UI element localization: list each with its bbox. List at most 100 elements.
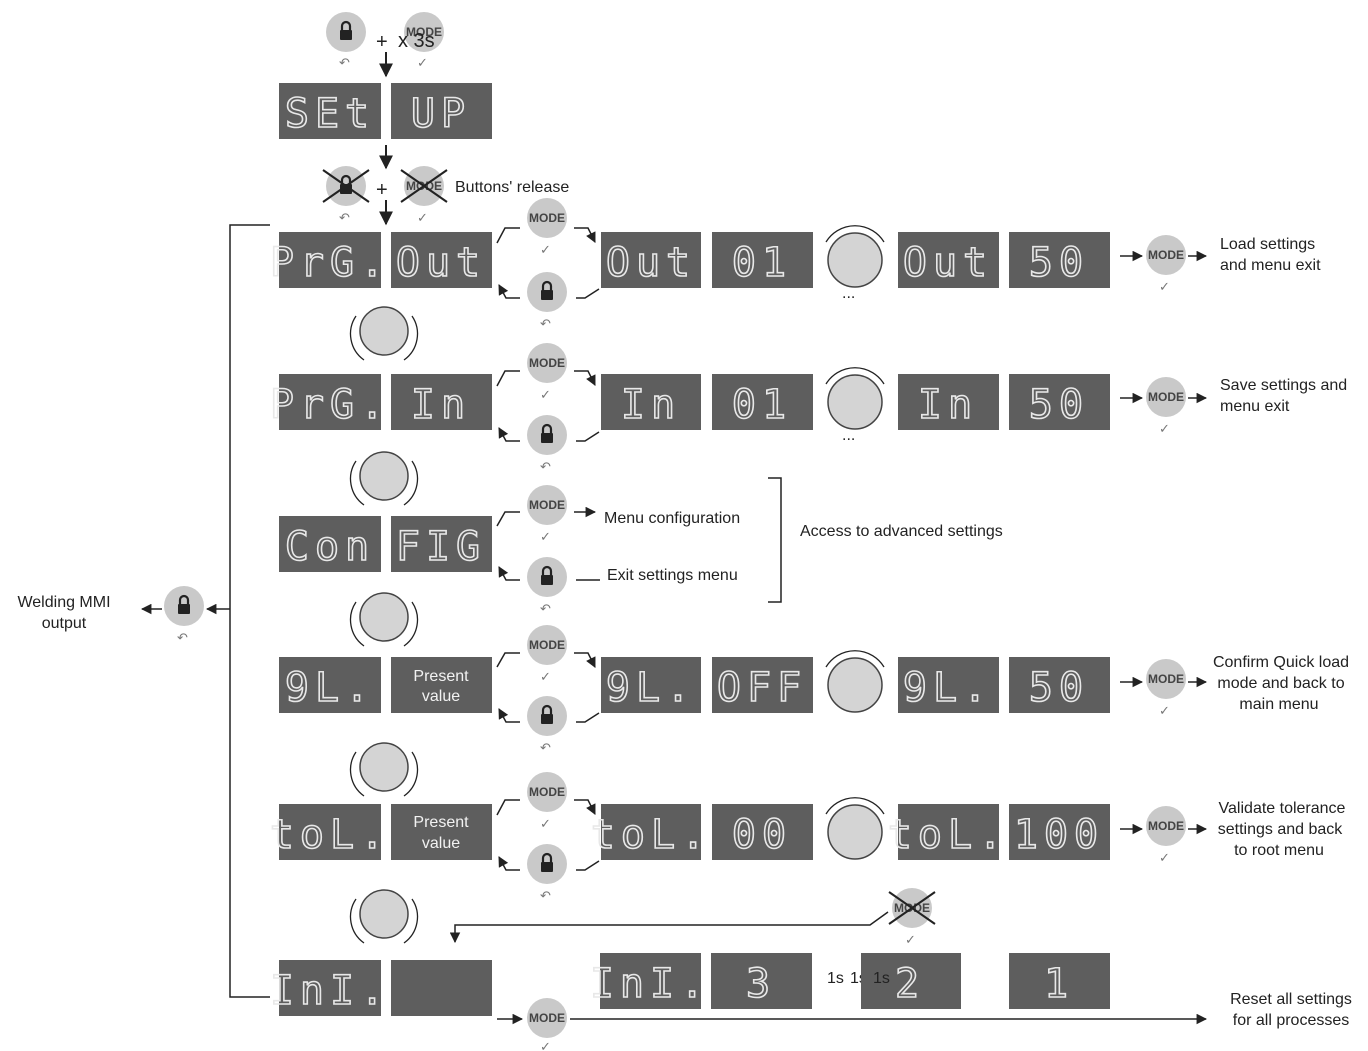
mode-button[interactable] xyxy=(1146,806,1186,846)
mode-button[interactable] xyxy=(527,625,567,665)
encoder-knob[interactable] xyxy=(359,742,409,792)
back-icon: ↶ xyxy=(540,602,551,617)
lcd-seq-3: In xyxy=(918,382,978,428)
end-label-line1: Load settings xyxy=(1220,236,1315,253)
lcd-menu-left: InI. xyxy=(270,968,390,1014)
back-icon: ↶ xyxy=(339,56,350,71)
check-icon: ✓ xyxy=(417,56,428,71)
encoder-knob[interactable] xyxy=(827,804,883,860)
mode-button[interactable] xyxy=(404,12,444,52)
mode-label: MODE xyxy=(1148,672,1184,686)
end-label-line1: Validate tolerance xyxy=(1219,800,1346,817)
end-label-line2: menu exit xyxy=(1220,398,1290,415)
lcd-setup-right: UP xyxy=(411,91,471,137)
mode-button[interactable] xyxy=(527,343,567,383)
row-prg-out: PrG. Out MODE ✓ ↶ Out 01 ... Out 50 MODE… xyxy=(269,198,1321,332)
mode-button[interactable] xyxy=(527,998,567,1038)
lcd-seq-1: InI. xyxy=(590,961,710,1007)
mode-label: MODE xyxy=(529,785,565,799)
row-quick-load: 9L. Present value MODE ✓ ↶ 9L. OFF 9L. 5… xyxy=(279,625,1349,756)
lcd-countdown-3: 3 xyxy=(746,961,776,1007)
lcd-countdown-1: 1 xyxy=(1044,961,1074,1007)
mode-button[interactable] xyxy=(527,198,567,238)
lcd-seq-1: In xyxy=(621,382,681,428)
nav-knob-3 xyxy=(349,592,419,647)
row-config: Con FIG MODE ✓ Menu configuration ↶ Exit… xyxy=(279,477,1003,617)
hold-time: x 3s xyxy=(398,30,435,52)
mode-label: MODE xyxy=(529,356,565,370)
check-icon: ✓ xyxy=(540,817,551,832)
buttons-release: ↶ + MODE ✓ Buttons' release xyxy=(322,166,569,226)
buttons-release-label: Buttons' release xyxy=(455,179,569,196)
lcd-menu-right: Out xyxy=(396,240,486,286)
mode-button[interactable] xyxy=(1146,659,1186,699)
mode-label: MODE xyxy=(1148,248,1184,262)
lcd-seq-2: OFF xyxy=(717,665,807,711)
lcd-seq-4: 100 xyxy=(1014,812,1104,858)
plus-sign: + xyxy=(376,179,388,201)
lcd-seq-3: 9L. xyxy=(903,665,993,711)
dots: ... xyxy=(842,285,855,302)
lcd-seq-2: 01 xyxy=(732,240,792,286)
end-label-line1: Confirm Quick load xyxy=(1213,654,1349,671)
nav-knob-1 xyxy=(349,306,419,361)
encoder-knob[interactable] xyxy=(827,374,883,430)
back-icon: ↶ xyxy=(339,211,350,226)
lcd-seq-3: toL. xyxy=(888,812,1008,858)
mode-label: MODE xyxy=(1148,390,1184,404)
output-label-line2: output xyxy=(42,615,87,632)
end-label-line1: Reset all settings xyxy=(1230,991,1352,1008)
mode-button[interactable] xyxy=(1146,235,1186,275)
check-icon: ✓ xyxy=(1159,704,1170,719)
lcd-seq-2: 00 xyxy=(732,812,792,858)
row-tolerance: toL. Present value MODE ✓ ↶ toL. 00 toL.… xyxy=(269,772,1346,904)
mode-button[interactable] xyxy=(527,772,567,812)
nav-knob-5 xyxy=(349,889,419,944)
nav-knob-2 xyxy=(349,451,419,506)
lcd-menu-left: PrG. xyxy=(270,240,390,286)
encoder-knob[interactable] xyxy=(359,592,409,642)
lcd-menu-right: In xyxy=(411,382,471,428)
menu-configuration-label: Menu configuration xyxy=(604,510,740,527)
check-icon: ✓ xyxy=(540,530,551,545)
mode-label: MODE xyxy=(529,211,565,225)
timing-1: 1s xyxy=(827,970,844,987)
back-icon: ↶ xyxy=(540,460,551,475)
back-icon: ↶ xyxy=(540,317,551,332)
plus-sign: + xyxy=(376,31,388,53)
end-label-line2: settings and back xyxy=(1218,821,1344,838)
advanced-settings-label: Access to advanced settings xyxy=(800,523,1003,540)
check-icon: ✓ xyxy=(417,211,428,226)
check-icon: ✓ xyxy=(540,670,551,685)
encoder-knob[interactable] xyxy=(827,657,883,713)
end-label-line2: and menu exit xyxy=(1220,257,1321,274)
mode-label: MODE xyxy=(529,1011,565,1025)
lcd-menu-right: FIG xyxy=(396,524,486,570)
mode-button[interactable] xyxy=(1146,377,1186,417)
end-label-line2: for all processes xyxy=(1233,1012,1350,1029)
mode-label: MODE xyxy=(406,25,442,39)
mode-label: MODE xyxy=(529,498,565,512)
mode-label: MODE xyxy=(1148,819,1184,833)
lcd-seq-1: toL. xyxy=(591,812,711,858)
present-value-line2: value xyxy=(422,688,460,705)
encoder-knob[interactable] xyxy=(827,232,883,288)
exit-path: ↶ Welding MMI output xyxy=(17,224,270,998)
mode-button[interactable] xyxy=(527,485,567,525)
encoder-knob[interactable] xyxy=(359,889,409,939)
lcd-menu-left: 9L. xyxy=(285,665,375,711)
back-icon: ↶ xyxy=(540,889,551,904)
present-value-line2: value xyxy=(422,835,460,852)
setup-display: SEt UP xyxy=(279,83,492,170)
check-icon: ✓ xyxy=(1159,851,1170,866)
nav-knob-4 xyxy=(349,742,419,797)
lcd-seq-4: 50 xyxy=(1029,382,1089,428)
end-label-line2: mode and back to xyxy=(1217,675,1344,692)
encoder-knob[interactable] xyxy=(359,306,409,356)
check-icon: ✓ xyxy=(905,933,916,948)
timing-3: 1s xyxy=(873,970,890,987)
lcd-menu-left: toL. xyxy=(270,812,390,858)
encoder-knob[interactable] xyxy=(359,451,409,501)
unlock-combo: ↶ + MODE x 3s ✓ xyxy=(326,12,444,78)
